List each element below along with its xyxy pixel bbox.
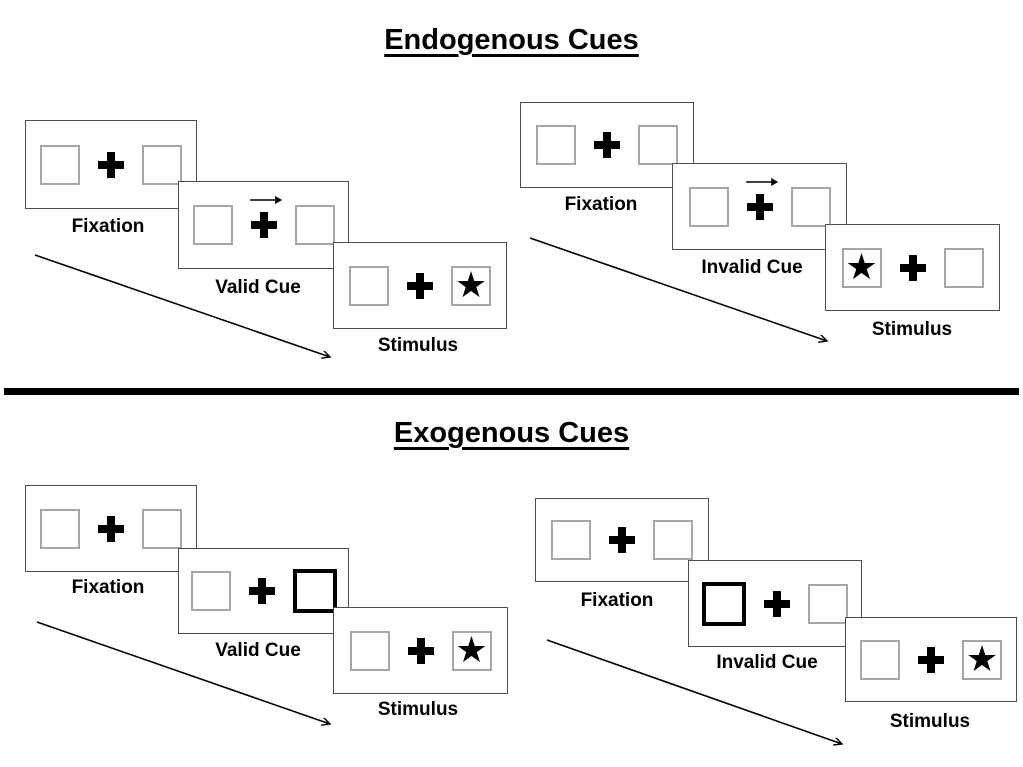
endogenous-valid-stimulus-panel: ★ bbox=[333, 242, 507, 329]
sequence-arrow-endogenous-invalid bbox=[529, 237, 827, 341]
panel-label: Stimulus bbox=[871, 319, 953, 340]
endogenous-invalid-cue-panel bbox=[672, 163, 847, 250]
sequence-arrow-endogenous-valid bbox=[34, 254, 330, 357]
right-arrow-icon bbox=[745, 177, 778, 186]
fixation-cross-icon bbox=[98, 151, 124, 178]
endogenous-section-title: Endogenous Cues bbox=[384, 24, 639, 56]
star-icon: ★ bbox=[455, 628, 488, 670]
endogenous-invalid-fixation-panel bbox=[520, 102, 694, 188]
panel-label: Invalid Cue bbox=[701, 257, 803, 278]
exogenous-valid-cue-panel bbox=[178, 548, 349, 634]
panel-label: Stimulus bbox=[889, 711, 971, 732]
exogenous-invalid-fixation-panel bbox=[535, 498, 709, 582]
section-divider bbox=[4, 388, 1019, 395]
panel-label: Valid Cue bbox=[215, 277, 301, 298]
fixation-cross-icon bbox=[98, 515, 124, 542]
right-box bbox=[790, 186, 831, 227]
left-box bbox=[192, 205, 233, 245]
fixation-cross-icon bbox=[609, 527, 635, 553]
left-box bbox=[40, 508, 80, 549]
exogenous-section-title: Exogenous Cues bbox=[393, 417, 630, 449]
left-box bbox=[190, 571, 231, 611]
panel-label: Fixation bbox=[71, 577, 145, 598]
endogenous-invalid-stimulus-panel: ★ bbox=[825, 224, 1000, 311]
left-box bbox=[551, 520, 591, 560]
left-box bbox=[860, 639, 900, 680]
sequence-arrow-exogenous-valid bbox=[36, 621, 330, 724]
fixation-cross-icon bbox=[746, 193, 773, 220]
left-box bbox=[349, 630, 390, 671]
right-box bbox=[638, 125, 678, 165]
exogenous-valid-fixation-panel bbox=[25, 485, 197, 572]
exogenous-valid-stimulus-panel: ★ bbox=[333, 607, 508, 694]
left-box bbox=[536, 125, 576, 165]
fixation-cross-icon bbox=[918, 646, 944, 673]
right-box bbox=[142, 144, 182, 185]
panel-label: Stimulus bbox=[377, 335, 459, 356]
star-icon: ★ bbox=[454, 263, 488, 305]
endogenous-valid-cue-panel bbox=[178, 181, 349, 269]
endogenous-valid-fixation-panel bbox=[25, 120, 197, 209]
left-box bbox=[40, 144, 80, 185]
panel-label: Valid Cue bbox=[215, 640, 301, 661]
left-box-with-target: ★ bbox=[841, 245, 882, 288]
fixation-cross-icon bbox=[250, 212, 277, 238]
star-icon: ★ bbox=[965, 637, 999, 679]
panel-label: Invalid Cue bbox=[716, 652, 818, 673]
fixation-cross-icon bbox=[407, 272, 433, 299]
left-box-highlighted-cue bbox=[702, 581, 746, 626]
fixation-cross-icon bbox=[407, 637, 434, 664]
right-box bbox=[943, 247, 984, 288]
exogenous-invalid-stimulus-panel: ★ bbox=[845, 617, 1017, 702]
right-box-highlighted-cue bbox=[292, 569, 337, 613]
right-box bbox=[142, 508, 182, 549]
right-box-with-target: ★ bbox=[962, 637, 1002, 680]
fixation-cross-icon bbox=[899, 254, 926, 281]
fixation-cross-icon bbox=[248, 578, 275, 604]
fixation-cross-icon bbox=[764, 590, 790, 617]
right-box-with-target: ★ bbox=[451, 263, 491, 306]
left-box bbox=[349, 265, 389, 306]
panel-label: Fixation bbox=[564, 194, 638, 215]
right-box bbox=[653, 520, 693, 560]
left-box bbox=[688, 186, 729, 227]
exogenous-invalid-cue-panel bbox=[688, 560, 862, 647]
panel-label: Fixation bbox=[71, 216, 145, 237]
right-box-with-target: ★ bbox=[451, 628, 492, 671]
right-arrow-icon bbox=[249, 196, 282, 204]
right-box bbox=[808, 583, 848, 624]
fixation-cross-icon bbox=[594, 132, 620, 158]
panel-label: Fixation bbox=[580, 590, 654, 611]
star-icon: ★ bbox=[845, 245, 878, 287]
panel-label: Stimulus bbox=[377, 699, 459, 720]
right-box bbox=[294, 205, 335, 245]
